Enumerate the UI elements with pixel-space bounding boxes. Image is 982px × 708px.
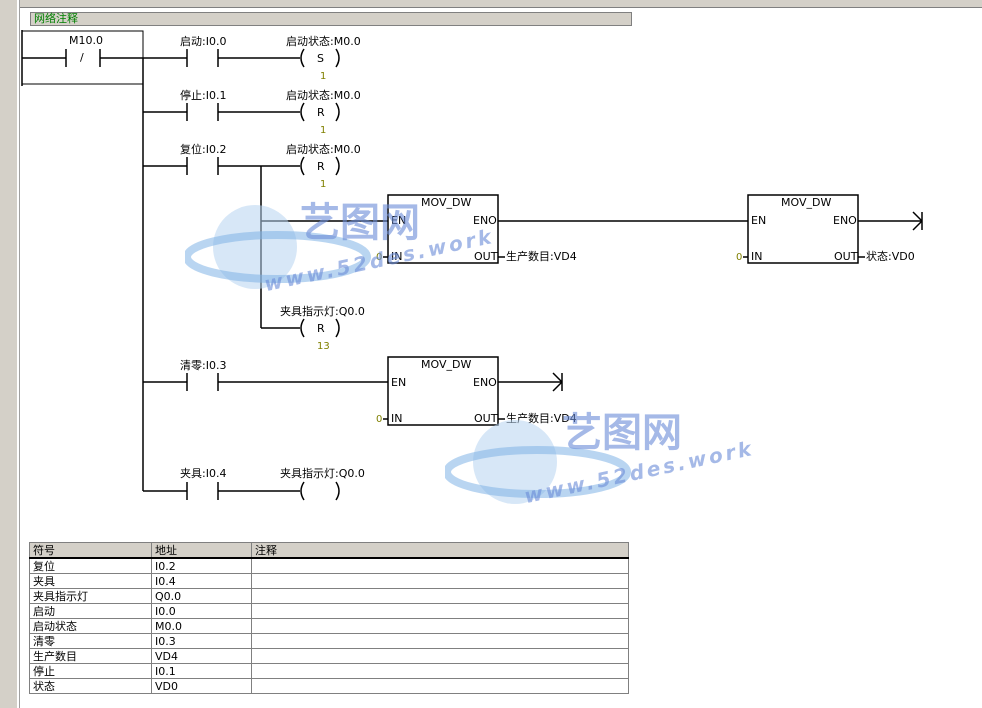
reset-box2-in-value[interactable]: 0	[736, 252, 743, 263]
stop-coil-label[interactable]: 启动状态:M0.0	[286, 89, 361, 102]
comment-cell[interactable]	[251, 663, 629, 679]
start-coil-label[interactable]: 启动状态:M0.0	[286, 35, 361, 48]
network-comment[interactable]: 网络注释	[30, 12, 632, 26]
stop-coil-type: R	[317, 106, 325, 119]
reset-box1-in: IN	[391, 250, 403, 263]
reset-box2-out: OUT	[834, 250, 858, 263]
start-coil-count: 1	[320, 71, 327, 82]
address-cell[interactable]: I0.1	[151, 663, 252, 679]
symbol-cell[interactable]: 生产数目	[29, 648, 152, 664]
clear-box-en: EN	[391, 376, 407, 389]
fixture-light-reset-coil-type: R	[317, 322, 325, 335]
fixture-contact-label[interactable]: 夹具:I0.4	[180, 467, 227, 480]
reset-box1-eno: ENO	[473, 214, 497, 227]
column-header-comment[interactable]: 注释	[251, 542, 629, 559]
comment-cell[interactable]	[251, 603, 629, 619]
contact-m10-label: M10.0	[69, 34, 103, 47]
address-cell[interactable]: I0.0	[151, 603, 252, 619]
symbol-cell[interactable]: 夹具指示灯	[29, 588, 152, 604]
symbol-table-header: 符号 地址 注释	[29, 542, 629, 559]
reset-box2-eno: ENO	[833, 214, 857, 227]
reset-box1-in-value[interactable]: 0	[376, 252, 383, 263]
reset-box1-out-value[interactable]: 生产数目:VD4	[506, 250, 577, 263]
power-rail-gutter	[17, 0, 20, 708]
fixture-light-reset-coil-count: 13	[317, 341, 330, 352]
clear-contact-label[interactable]: 清零:I0.3	[180, 359, 227, 372]
clear-box-title[interactable]: MOV_DW	[421, 358, 472, 371]
clear-box-eno: ENO	[473, 376, 497, 389]
reset-box2-in: IN	[751, 250, 763, 263]
symbol-cell[interactable]: 停止	[29, 663, 152, 679]
comment-cell[interactable]	[251, 633, 629, 649]
address-cell[interactable]: I0.4	[151, 573, 252, 589]
address-cell[interactable]: M0.0	[151, 618, 252, 634]
reset-box2-title[interactable]: MOV_DW	[781, 196, 832, 209]
stop-coil-count: 1	[320, 125, 327, 136]
symbol-cell[interactable]: 清零	[29, 633, 152, 649]
clear-box-in: IN	[391, 412, 403, 425]
reset-box1-en: EN	[391, 214, 407, 227]
comment-cell[interactable]	[251, 588, 629, 604]
comment-cell[interactable]	[251, 573, 629, 589]
reset-coil-label[interactable]: 启动状态:M0.0	[286, 143, 361, 156]
address-cell[interactable]: I0.2	[151, 557, 252, 574]
symbol-cell[interactable]: 启动	[29, 603, 152, 619]
reset-box2-out-value[interactable]: 状态:VD0	[866, 250, 915, 263]
start-coil-type: S	[317, 52, 324, 65]
contact-m10-negate-mark: /	[80, 51, 84, 64]
column-header-address[interactable]: 地址	[151, 542, 252, 559]
reset-box2-en: EN	[751, 214, 767, 227]
stop-contact-label[interactable]: 停止:I0.1	[180, 89, 227, 102]
column-header-symbol[interactable]: 符号	[29, 542, 152, 559]
address-cell[interactable]: VD4	[151, 648, 252, 664]
ladder-diagram	[21, 30, 923, 501]
reset-coil-count: 1	[320, 179, 327, 190]
clear-box-in-value[interactable]: 0	[376, 414, 383, 425]
clear-box-out: OUT	[474, 412, 498, 425]
start-contact-label[interactable]: 启动:I0.0	[180, 35, 227, 48]
comment-cell[interactable]	[251, 618, 629, 634]
symbol-cell[interactable]: 夹具	[29, 573, 152, 589]
reset-contact-label[interactable]: 复位:I0.2	[180, 143, 227, 156]
clear-box-out-value[interactable]: 生产数目:VD4	[506, 412, 577, 425]
fixture-coil-label[interactable]: 夹具指示灯:Q0.0	[280, 467, 365, 480]
fixture-light-reset-coil-label[interactable]: 夹具指示灯:Q0.0	[280, 305, 365, 318]
address-cell[interactable]: I0.3	[151, 633, 252, 649]
comment-cell[interactable]	[251, 678, 629, 694]
address-cell[interactable]: VD0	[151, 678, 252, 694]
symbol-cell[interactable]: 启动状态	[29, 618, 152, 634]
comment-cell[interactable]	[251, 648, 629, 664]
symbol-cell[interactable]: 复位	[29, 557, 152, 574]
comment-cell[interactable]	[251, 557, 629, 574]
address-cell[interactable]: Q0.0	[151, 588, 252, 604]
reset-box1-title[interactable]: MOV_DW	[421, 196, 472, 209]
reset-box1-out: OUT	[474, 250, 498, 263]
symbol-cell[interactable]: 状态	[29, 678, 152, 694]
reset-coil-type: R	[317, 160, 325, 173]
top-toolbar-edge	[0, 0, 982, 8]
